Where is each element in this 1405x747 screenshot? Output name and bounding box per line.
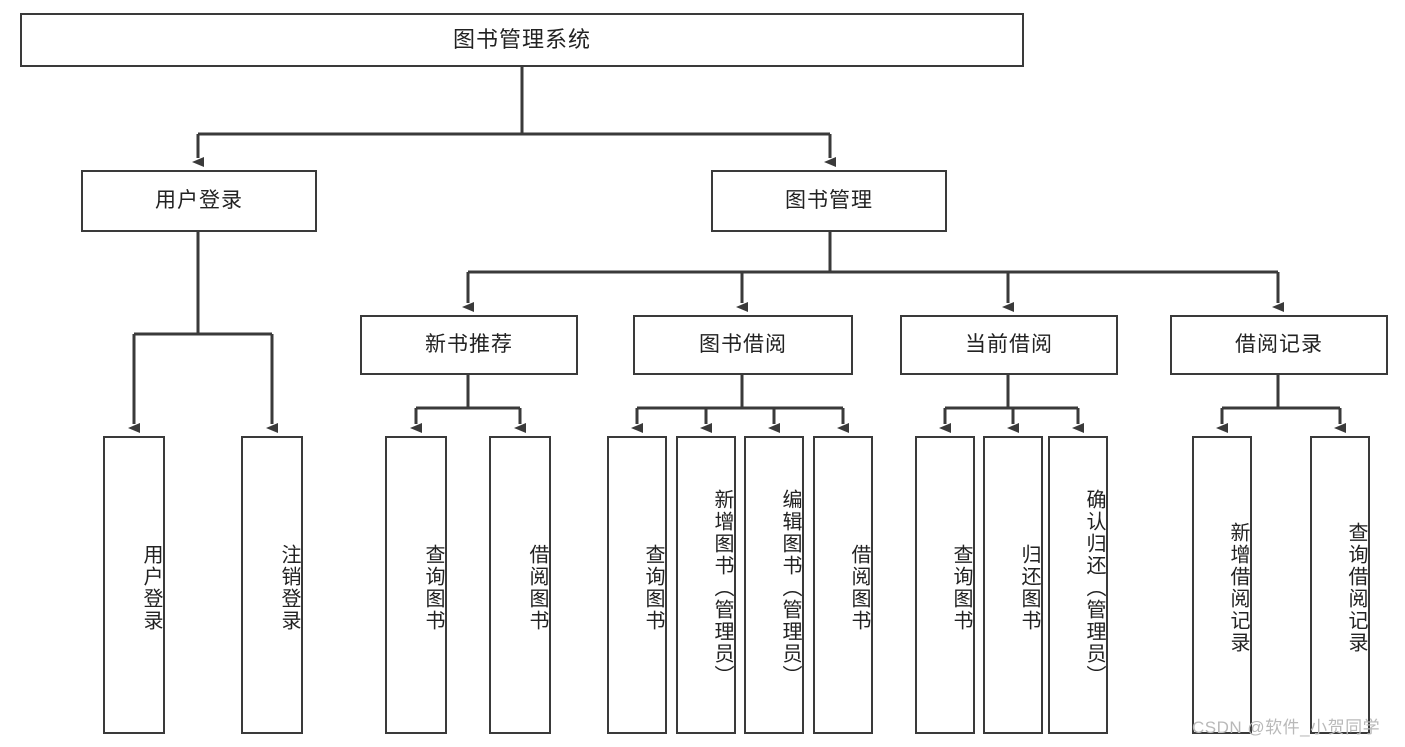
node-label: 用户登录 [140,544,162,632]
node-label: 借阅图书 [848,544,870,632]
leaf-add-book[interactable]: 新增图书（管理员） [676,436,736,734]
node-label: 借阅图书 [526,544,548,632]
node-label: 查询图书 [422,544,444,632]
leaf-add-record[interactable]: 新增借阅记录 [1192,436,1252,734]
node-current-borrow[interactable]: 当前借阅 [900,315,1118,375]
leaf-query-book-3[interactable]: 查询图书 [915,436,975,734]
node-user-login[interactable]: 用户登录 [81,170,317,232]
leaf-edit-book[interactable]: 编辑图书（管理员） [744,436,804,734]
node-label: 查询图书 [642,544,664,632]
node-label: 确认归还（管理员） [1083,489,1105,687]
node-borrow-record[interactable]: 借阅记录 [1170,315,1388,375]
leaf-return-book[interactable]: 归还图书 [983,436,1043,734]
leaf-query-book-2[interactable]: 查询图书 [607,436,667,734]
leaf-confirm-return[interactable]: 确认归还（管理员） [1048,436,1108,734]
node-label: 用户登录 [155,189,243,213]
node-label: 查询图书 [950,544,972,632]
leaf-user-login[interactable]: 用户登录 [103,436,165,734]
leaf-logout[interactable]: 注销登录 [241,436,303,734]
node-root[interactable]: 图书管理系统 [20,13,1024,67]
node-label: 新书推荐 [425,333,513,357]
node-label: 编辑图书（管理员） [779,489,801,687]
node-new-book-rec[interactable]: 新书推荐 [360,315,578,375]
node-label: 注销登录 [278,544,300,632]
leaf-borrow-book-1[interactable]: 借阅图书 [489,436,551,734]
node-book-borrow[interactable]: 图书借阅 [633,315,853,375]
leaf-borrow-book-2[interactable]: 借阅图书 [813,436,873,734]
leaf-query-book-1[interactable]: 查询图书 [385,436,447,734]
leaf-query-record[interactable]: 查询借阅记录 [1310,436,1370,734]
node-label: 图书管理 [785,189,873,213]
node-label: 新增借阅记录 [1227,522,1249,654]
node-label: 当前借阅 [965,333,1053,357]
node-label: 新增图书（管理员） [711,489,733,687]
node-label: 借阅记录 [1235,333,1323,357]
node-book-manage[interactable]: 图书管理 [711,170,947,232]
node-label: 查询借阅记录 [1345,522,1367,654]
node-label: 归还图书 [1018,544,1040,632]
node-label: 图书管理系统 [452,26,591,52]
node-label: 图书借阅 [699,333,787,357]
